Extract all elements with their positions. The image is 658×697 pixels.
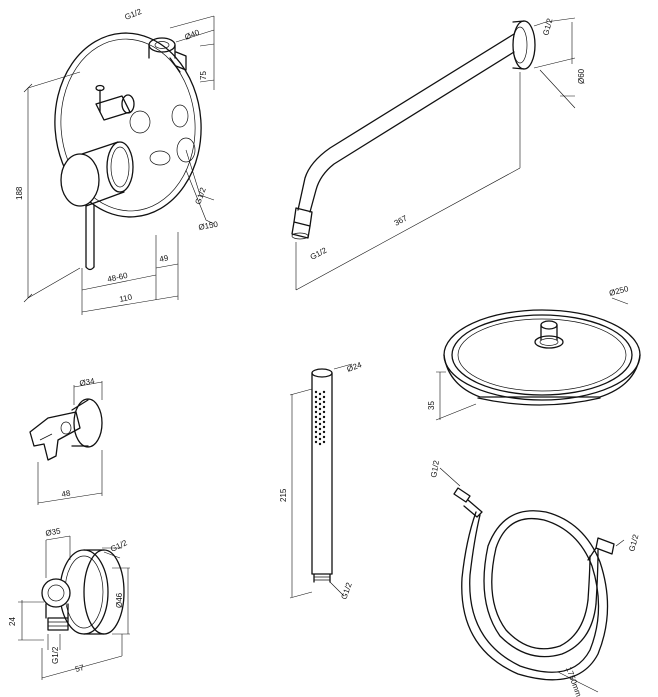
shower-arm-drawing: G1/2 Ø60 367 G1/2 — [291, 17, 586, 291]
label-hose-g12-left: G1/2 — [429, 459, 441, 478]
nozzle-dot — [322, 390, 326, 394]
nozzle-dot — [322, 410, 326, 414]
nozzle-dot — [314, 415, 318, 419]
nozzle-dot — [314, 395, 318, 399]
label-valve-g12-side: G1/2 — [193, 186, 208, 206]
label-holder-d: 48 — [61, 488, 72, 499]
label-elbow-d46: Ø46 — [115, 592, 124, 608]
label-arm-g12-top: G1/2 — [541, 17, 554, 37]
label-hose-len: 1750mm — [564, 666, 583, 697]
nozzle-dot — [314, 420, 318, 424]
nozzle-dot — [322, 440, 326, 444]
nozzle-dot — [318, 397, 322, 401]
nozzle-dot — [314, 425, 318, 429]
label-valve-h75: 75 — [199, 71, 208, 80]
nozzle-dot — [318, 412, 322, 416]
label-elbow-h24: 24 — [8, 617, 17, 626]
label-elbow-g12-bottom: G1/2 — [51, 646, 60, 664]
nozzle-dot — [314, 410, 318, 414]
spray-nozzles — [314, 390, 326, 446]
label-valve-d150: Ø150 — [198, 220, 219, 232]
nozzle-dot — [314, 430, 318, 434]
label-arm-g12-bottom: G1/2 — [309, 245, 329, 261]
nozzle-dot — [318, 442, 322, 446]
shower-holder-drawing: Ø34 48 — [29, 376, 103, 505]
nozzle-dot — [318, 437, 322, 441]
nozzle-dot — [318, 432, 322, 436]
shower-head-drawing: Ø250 35 — [427, 284, 641, 421]
nozzle-dot — [318, 417, 322, 421]
nozzle-dot — [318, 407, 322, 411]
nozzle-dot — [314, 405, 318, 409]
label-head-h: 35 — [427, 401, 436, 410]
label-elbow-d35: Ø35 — [45, 526, 62, 538]
label-valve-d40: Ø40 — [183, 28, 201, 42]
nozzle-dot — [322, 420, 326, 424]
nozzle-dot — [322, 395, 326, 399]
label-hose-g12-right: G1/2 — [627, 533, 640, 553]
nozzle-dot — [314, 390, 318, 394]
nozzle-dot — [322, 415, 326, 419]
hand-shower-drawing: Ø24 215 G1/2 — [279, 360, 363, 601]
nozzle-dot — [318, 392, 322, 396]
label-arm-len: 367 — [393, 213, 409, 227]
label-head-d250: Ø250 — [608, 284, 630, 298]
nozzle-dot — [322, 425, 326, 429]
nozzle-dot — [314, 400, 318, 404]
label-arm-d60: Ø60 — [577, 68, 586, 84]
nozzle-dot — [314, 435, 318, 439]
label-handshower-len: 215 — [279, 488, 288, 502]
label-elbow-w57: 57 — [74, 663, 85, 674]
label-valve-w110: 110 — [119, 292, 134, 304]
mixer-valve-drawing: G1/2 Ø40 75 188 G1/2 Ø150 48-60 49 110 — [15, 7, 219, 315]
label-elbow-g12: G1/2 — [109, 538, 129, 554]
label-handshower-d24: Ø24 — [346, 360, 364, 374]
label-handshower-g12: G1/2 — [339, 581, 354, 601]
label-valve-g12-top: G1/2 — [123, 7, 143, 22]
label-valve-w4860: 48-60 — [107, 271, 129, 284]
nozzle-dot — [322, 405, 326, 409]
label-valve-w49: 49 — [159, 253, 170, 264]
nozzle-dot — [318, 427, 322, 431]
nozzle-dot — [314, 440, 318, 444]
nozzle-dot — [322, 435, 326, 439]
nozzle-dot — [318, 402, 322, 406]
label-holder-w: Ø34 — [79, 376, 96, 388]
label-valve-h188: 188 — [15, 186, 24, 200]
nozzle-dot — [322, 430, 326, 434]
nozzle-dot — [322, 400, 326, 404]
shower-hose-drawing: G1/2 G1/2 1750mm — [429, 459, 640, 697]
nozzle-dot — [318, 422, 322, 426]
wall-elbow-drawing: Ø35 G1/2 24 Ø46 G1/2 57 — [8, 526, 130, 680]
